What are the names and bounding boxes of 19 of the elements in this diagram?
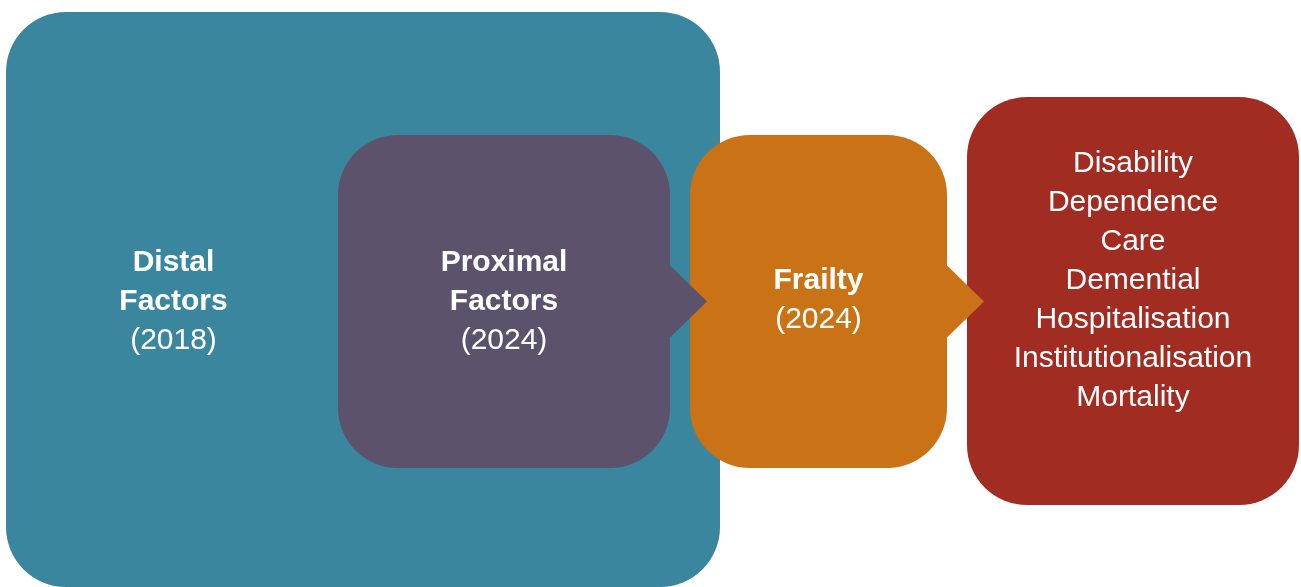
node-title: Proximal Factors	[439, 243, 569, 318]
chevron-arrow	[946, 264, 984, 339]
outcome-label: Hospitalisation	[1034, 300, 1232, 336]
node-title: Distal Factors	[118, 243, 229, 318]
rounded-box	[338, 135, 670, 468]
outcome-label: Institutionalisation	[1012, 339, 1254, 375]
year-label: (2018)	[129, 321, 218, 357]
outcome-label: Dependence	[1046, 183, 1220, 219]
outcome-label: Care	[1099, 222, 1167, 258]
outcome-label: Mortality	[1075, 378, 1191, 414]
outcome-label: Demential	[1064, 261, 1202, 297]
node-title: Frailty	[772, 261, 865, 297]
outcome-label: Disability	[1072, 144, 1194, 180]
rounded-box	[6, 12, 720, 587]
year-label: (2024)	[459, 321, 549, 357]
year-label: (2024)	[774, 300, 863, 336]
rounded-box	[690, 135, 947, 468]
chevron-arrow	[669, 264, 707, 339]
rounded-box	[967, 97, 1299, 505]
